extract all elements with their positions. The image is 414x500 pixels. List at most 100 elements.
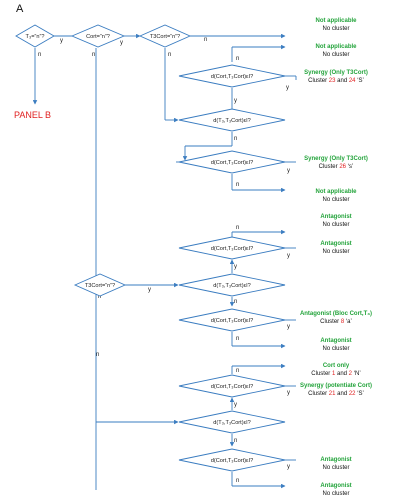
edge-label-yes: y — [287, 168, 290, 174]
panel-label: A — [16, 3, 24, 15]
decision-node: T₃=“n”? — [15, 24, 55, 48]
outcome-title: Not applicable — [315, 18, 357, 24]
decision-diamond — [178, 308, 286, 332]
outcome-cluster: No cluster — [322, 222, 349, 228]
decision-node: Cort=“n”? — [70, 24, 126, 48]
outcome-cluster: No cluster — [322, 346, 349, 352]
decision-node: d(Cort,T₃Cort)εI? — [178, 64, 286, 88]
outcome: Synergy (Only T3Cort) Cluster 23 and 24 ‘… — [304, 70, 368, 84]
decision-label: d(T₃,T₃Cort)εI? — [213, 283, 251, 289]
decision-label: d(T₃,T₃Cort)εI? — [213, 118, 251, 124]
edge-labels: y n y n n n n y y n y n n y y y n n y n … — [38, 37, 290, 484]
outcome-title: Not applicable — [315, 44, 357, 50]
decision-diamond — [178, 410, 286, 434]
edge-label-yes: y — [148, 287, 151, 293]
edge-label-no: n — [234, 299, 237, 305]
outcome-title: Antagonist — [320, 483, 351, 489]
edge-label-yes: y — [287, 253, 290, 259]
outcome-cluster: No cluster — [322, 26, 349, 32]
decision-label: d(T₃,T₃Cort)εI? — [213, 420, 251, 426]
outcome-title: Antagonist — [320, 214, 351, 220]
edge-label-no: n — [234, 136, 237, 142]
edge-label-yes: y — [60, 38, 63, 44]
decision-label: T3Cort=“n”? — [150, 34, 180, 40]
decision-diamond — [15, 24, 55, 48]
edge-label-no: n — [236, 56, 239, 62]
outcome-cluster: Cluster 1 and 2 ‘N’ — [311, 371, 360, 377]
decision-label: d(Cort,T₃Cort)εI? — [211, 160, 253, 166]
decision-node: d(Cort,T₃Cort)εI? — [178, 150, 286, 174]
decision-diamond — [70, 24, 126, 48]
edge-label-yes: y — [234, 402, 237, 408]
decision-label: T₃=“n”? — [26, 34, 45, 40]
edge-label-no: n — [204, 37, 207, 43]
decision-label: d(Cort,T₃Cort)εI? — [211, 74, 253, 80]
decision-label: d(Cort,T₃Cort)εI? — [211, 246, 253, 252]
outcome-cluster: No cluster — [322, 197, 349, 203]
decision-node: T3Cort=“n”? — [138, 24, 192, 48]
decision-diamond — [138, 24, 192, 48]
panel-b-label: PANEL B — [14, 110, 51, 120]
outcome: Antagonist No cluster — [320, 457, 351, 471]
edge-label-no: n — [98, 294, 101, 300]
outcome: Antagonist (Bloc Cort,T₃) Cluster 8 ‘a’ — [300, 311, 372, 325]
edge-label-no: n — [96, 352, 99, 358]
outcome-title: Synergy (potentiate Cort) — [300, 383, 372, 389]
edge-label-no: n — [168, 52, 171, 58]
decision-diamond — [178, 150, 286, 174]
decision-node: d(T₃,T₃Cort)εI? — [178, 410, 286, 434]
decision-node: d(Cort,T₃Cort)εI? — [178, 448, 286, 472]
outcome-cluster: Cluster 8 ‘a’ — [320, 319, 352, 325]
outcome-title: Antagonist (Bloc Cort,T₃) — [300, 311, 372, 317]
decision-diamond — [178, 448, 286, 472]
outcome-cluster: No cluster — [322, 249, 349, 255]
decision-diamond — [73, 273, 127, 297]
decision-node: d(T₃,T₃Cort)εI? — [178, 273, 286, 297]
decision-label: d(Cort,T₃Cort)εI? — [211, 384, 253, 390]
decision-node: d(Cort,T₃Cort)εI? — [178, 374, 286, 398]
outcome: Synergy (Only T3Cort) Cluster 26 ‘s’ — [304, 156, 368, 170]
edge-label-yes: y — [120, 40, 123, 46]
outcome-title: Cort only — [323, 363, 350, 369]
decision-node: d(Cort,T₃Cort)εI? — [178, 308, 286, 332]
outcome-cluster: No cluster — [322, 491, 349, 497]
edge-label-no: n — [236, 368, 239, 374]
outcome-cluster: No cluster — [322, 465, 349, 471]
decision-node: d(Cort,T₃Cort)εI? — [178, 236, 286, 260]
outcome: Not applicable No cluster — [315, 189, 357, 203]
edge-label-no: n — [236, 336, 239, 342]
outcome: Antagonist No cluster — [320, 483, 351, 497]
outcome-cluster: Cluster 23 and 24 ‘S’ — [308, 78, 364, 84]
edge-label-no: n — [234, 438, 237, 444]
decision-nodes: T₃=“n”? Cort=“n”? T3Cort=“n”? d(Cort,T₃Cort… — [15, 24, 286, 472]
edge-label-no: n — [236, 182, 239, 188]
decision-label: Cort=“n”? — [86, 34, 110, 40]
outcome-title: Antagonist — [320, 457, 351, 463]
decision-label: T3Cort=“n”? — [85, 283, 115, 289]
outcome-title: Not applicable — [315, 189, 357, 195]
decision-diamond — [178, 236, 286, 260]
connector-lines — [32, 33, 297, 490]
outcome-title: Synergy (Only T3Cort) — [304, 70, 368, 76]
decision-label: d(Cort,T₃Cort)εI? — [211, 318, 253, 324]
outcome: Antagonist No cluster — [320, 214, 351, 228]
edge-label-yes: y — [286, 85, 289, 91]
edge-label-yes: y — [234, 264, 237, 270]
edge-label-no: n — [92, 52, 95, 58]
outcome-title: Synergy (Only T3Cort) — [304, 156, 368, 162]
edge-label-no: n — [236, 225, 239, 231]
decision-diamond — [178, 374, 286, 398]
edge-label-yes: y — [234, 98, 237, 104]
decision-node: T3Cort=“n”? — [73, 273, 127, 297]
outcome: Not applicable No cluster — [315, 18, 357, 32]
edge-label-yes: y — [287, 324, 290, 330]
edge-label-no: n — [236, 478, 239, 484]
outcome-cluster: Cluster 21 and 22 ‘S’ — [308, 391, 364, 397]
outcome-cluster: Cluster 26 ‘s’ — [319, 164, 354, 170]
edge-label-no: n — [38, 52, 41, 58]
